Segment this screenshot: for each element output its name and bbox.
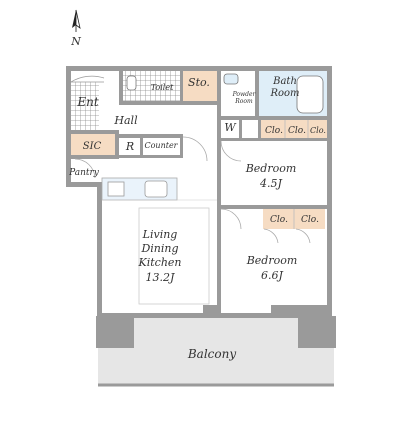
entrance-label: Ent: [76, 95, 98, 109]
balcony-area: [98, 316, 334, 385]
closet-b-label: Clo.: [288, 126, 306, 136]
bedroom1-size: 4.5J: [259, 177, 282, 190]
compass-north-label: N: [70, 35, 81, 48]
washer-label: W: [224, 121, 237, 134]
ldk-size: 13.2J: [146, 271, 175, 284]
stove-icon: [107, 181, 125, 197]
compass: N: [70, 9, 81, 48]
storage-label: Sto.: [188, 76, 210, 89]
closet-a-label: Clo.: [265, 126, 283, 136]
pantry-label: Pantry: [68, 168, 100, 178]
sic-label: SIC: [83, 141, 102, 152]
room-labels: Ent Toilet Sto. Powder Room Bath Room Ha…: [68, 76, 326, 361]
bedroom1-name: Bedroom: [245, 162, 297, 175]
refrigerator-label: R: [125, 140, 134, 153]
ldk-label-1: Living: [142, 228, 178, 241]
bedroom2-name: Bedroom: [246, 254, 298, 267]
bathtub-icon: [296, 75, 324, 114]
service-walls: [119, 71, 327, 137]
closet-d-label: Clo.: [270, 215, 288, 225]
interior-walls: [71, 116, 327, 317]
sic-floor: [71, 134, 115, 155]
door-swings: [74, 136, 311, 244]
compass-needle-dark: [72, 10, 76, 28]
compass-needle-light: [75, 9, 81, 29]
closet-c-label: Clo.: [310, 126, 326, 135]
storage-room-floor: [183, 71, 217, 101]
balcony-pillar-right: [298, 316, 336, 348]
kitchen-sink-icon: [144, 180, 168, 198]
ldk-rug: [138, 207, 210, 305]
entrance-tile-floor: [71, 82, 99, 134]
wash-basin-icon: [223, 73, 239, 85]
bath-room-label-2: Room: [269, 88, 299, 99]
outer-walls: [66, 66, 332, 318]
powder-room-label-2: Room: [234, 98, 253, 105]
balcony-label: Balcony: [187, 347, 236, 361]
ldk-label-3: Kitchen: [138, 256, 182, 269]
balcony-pillar-left: [96, 316, 134, 348]
closet-e-label: Clo.: [301, 215, 319, 225]
toilet-bowl-icon: [126, 75, 137, 91]
bath-room-label-1: Bath: [272, 76, 297, 87]
bedroom2-size: 6.6J: [261, 269, 283, 282]
bedroom1-closets-floor: [261, 120, 327, 138]
powder-room-label-1: Powder: [232, 91, 257, 98]
hall-label: Hall: [113, 114, 138, 127]
toilet-label: Toilet: [151, 83, 174, 92]
entrance-door-swing[interactable]: [70, 75, 105, 83]
counter-label: Counter: [144, 141, 178, 150]
ldk-label-2: Dining: [140, 242, 178, 255]
